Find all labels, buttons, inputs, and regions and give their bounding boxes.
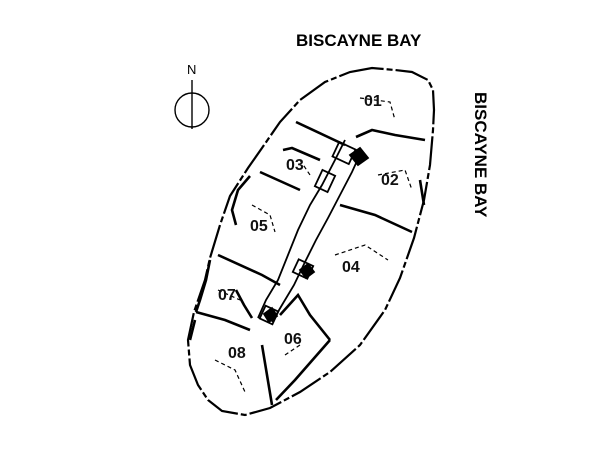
room-fixtures xyxy=(214,97,413,393)
unit-label: 08 xyxy=(228,345,246,362)
north-compass-icon xyxy=(174,80,210,129)
north-label: N xyxy=(187,62,197,77)
unit-label: 02 xyxy=(381,172,399,189)
central-core xyxy=(257,139,370,326)
bay-label-side: BISCAYNE BAY xyxy=(471,92,490,218)
unit-label: 06 xyxy=(284,331,302,348)
unit-label: 04 xyxy=(342,259,360,276)
unit-label: 07 xyxy=(218,287,236,304)
unit-label: 03 xyxy=(286,157,304,174)
interior-walls xyxy=(188,120,426,406)
unit-label: 01 xyxy=(364,93,382,110)
building-outline xyxy=(186,66,436,417)
unit-label: 05 xyxy=(250,218,268,235)
bay-label-top: BISCAYNE BAY xyxy=(296,31,422,50)
